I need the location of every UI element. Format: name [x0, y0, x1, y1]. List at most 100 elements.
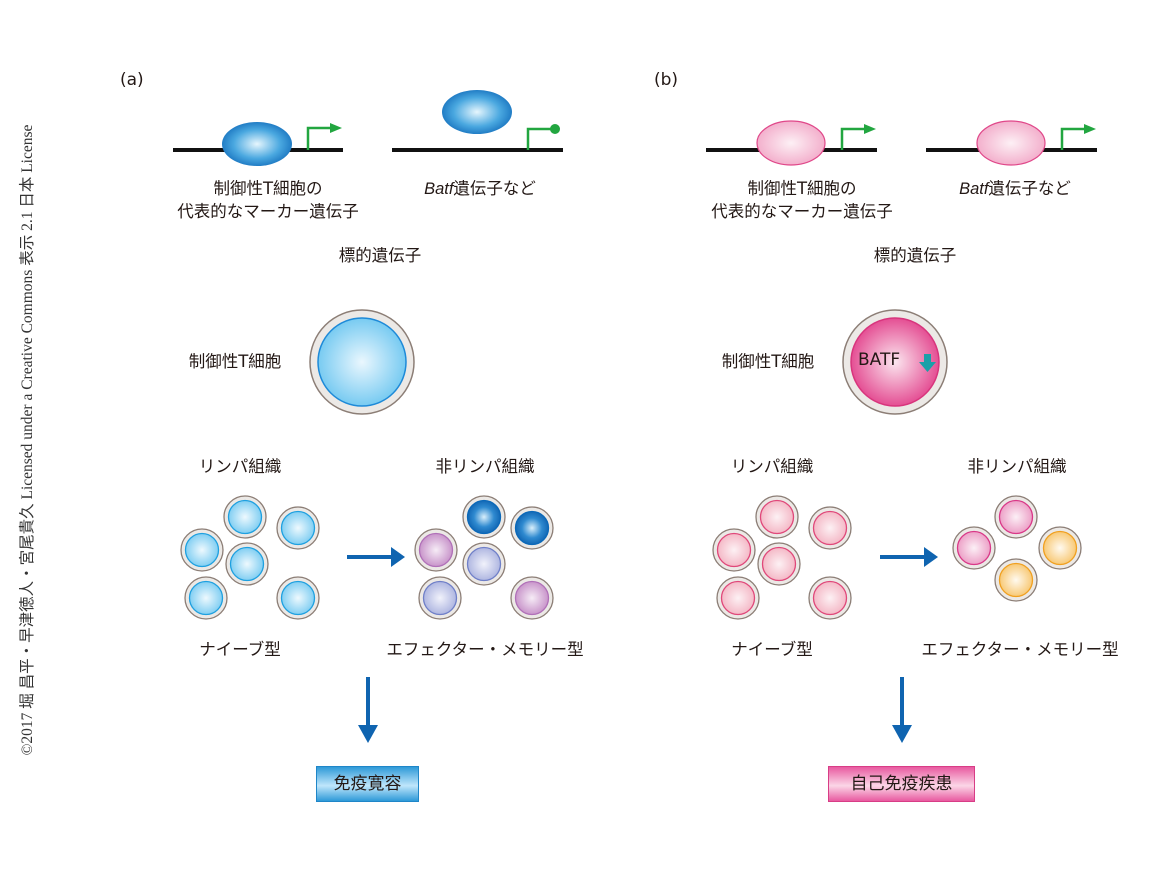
lymphoid-tissue-label-a: リンパ組織	[198, 457, 282, 476]
effector-memory-label-b: エフェクター・メモリー型	[921, 640, 1119, 659]
cell-group-b-naive	[712, 495, 852, 620]
cell-lavender	[418, 576, 462, 620]
cell-blue	[276, 506, 320, 550]
cell-purple	[414, 528, 458, 572]
cell-body	[184, 532, 220, 568]
cell-magenta	[994, 495, 1038, 539]
arrowhead-icon	[864, 124, 876, 134]
marker-gene-label-line2: 代表的なマーカー遺伝子	[177, 202, 359, 221]
cell-pink	[808, 506, 852, 550]
cell-body	[514, 580, 550, 616]
batf-protein-label: BATF	[858, 350, 901, 370]
marker-gene-label-a: 制御性T細胞の 代表的なマーカー遺伝子	[148, 177, 388, 223]
gene-marker-b	[706, 120, 877, 166]
cell-body	[812, 580, 848, 616]
batf-italic: Batf	[424, 180, 454, 198]
flow-arrow-a	[347, 547, 405, 567]
batf-gene-label-b: Batf遺伝子など	[935, 177, 1095, 201]
cell-body	[720, 580, 756, 616]
cell-body	[229, 546, 265, 582]
batf-gene-label-a: Batf遺伝子など	[400, 177, 560, 201]
down-arrow-icon	[919, 354, 936, 372]
batf-italic: Batf	[959, 180, 989, 198]
panel-label-b: (b)	[654, 70, 679, 90]
cell-body	[466, 499, 502, 535]
transcription-factor-bound	[222, 122, 292, 166]
cell-blue	[180, 528, 224, 572]
promoter-active-arrow-icon	[1060, 127, 1086, 150]
transcription-factor-bound	[756, 120, 826, 166]
cell-pink	[757, 542, 801, 586]
cell-dark-blue	[510, 506, 554, 550]
cell-body	[466, 546, 502, 582]
cell-body	[280, 580, 316, 616]
cell-body	[998, 562, 1034, 598]
batf-rest: 遺伝子など	[453, 179, 536, 198]
arrowhead-icon	[330, 123, 342, 133]
cell-pink	[716, 576, 760, 620]
treg-cell-a	[309, 309, 415, 415]
cell-body	[422, 580, 458, 616]
promoter-active-arrow-icon	[840, 127, 866, 150]
marker-gene-label-b: 制御性T細胞の 代表的なマーカー遺伝子	[682, 177, 922, 223]
lymphoid-tissue-label-b: リンパ組織	[730, 457, 814, 476]
promoter-repressed-icon	[526, 127, 552, 150]
marker-gene-label-line1: 制御性T細胞の	[213, 179, 323, 198]
cell-group-a-effector	[414, 495, 554, 620]
cell-pink	[808, 576, 852, 620]
cell-body	[812, 510, 848, 546]
cell-pink	[755, 495, 799, 539]
cell-body	[998, 499, 1034, 535]
nonlymphoid-tissue-label-a: 非リンパ組織	[435, 457, 535, 476]
cell-body	[227, 499, 263, 535]
cell-pink	[712, 528, 756, 572]
panel-label-a: (a)	[120, 70, 144, 90]
transcription-factor-bound	[976, 120, 1046, 166]
target-genes-label-a: 標的遺伝子	[338, 246, 422, 265]
promoter-active-arrow-icon	[306, 126, 332, 150]
treg-cell-b	[842, 309, 948, 415]
cell-body	[716, 532, 752, 568]
cell-body	[761, 546, 797, 582]
batf-rest: 遺伝子など	[988, 179, 1071, 198]
cell-body	[759, 499, 795, 535]
cell-populations	[180, 495, 1082, 620]
cell-body	[514, 510, 550, 546]
cell-orange	[1038, 526, 1082, 570]
repression-dot-icon	[550, 124, 560, 134]
outcome-autoimmune-disease: 自己免疫疾患	[828, 766, 975, 802]
cell-body	[418, 532, 454, 568]
target-genes-label-b: 標的遺伝子	[873, 246, 957, 265]
naive-label-a: ナイーブ型	[199, 640, 281, 659]
cell-blue	[184, 576, 228, 620]
marker-gene-label-line1: 制御性T細胞の	[747, 179, 857, 198]
gene-batf-a	[392, 90, 563, 152]
cell-orange	[994, 558, 1038, 602]
cell-dark-blue	[462, 495, 506, 539]
arrowhead-icon	[1084, 124, 1096, 134]
effector-memory-label-a: エフェクター・メモリー型	[386, 640, 584, 659]
outcome-arrow-a	[358, 677, 378, 743]
cell-lavender	[462, 542, 506, 586]
cell-blue	[225, 542, 269, 586]
cell-body	[1042, 530, 1078, 566]
treg-label-b: 制御性T細胞	[721, 352, 815, 371]
transcription-factor-unbound	[442, 90, 512, 134]
cell-blue	[276, 576, 320, 620]
cell-group-a-naive	[180, 495, 320, 620]
marker-gene-label-line2: 代表的なマーカー遺伝子	[711, 202, 893, 221]
cell-group-b-effector	[952, 495, 1082, 602]
naive-label-b: ナイーブ型	[731, 640, 813, 659]
treg-label-a: 制御性T細胞	[188, 352, 282, 371]
gene-marker-a	[173, 122, 343, 166]
cell-body	[188, 580, 224, 616]
cell-body	[956, 530, 992, 566]
flow-arrow-b	[880, 547, 938, 567]
cell-blue	[223, 495, 267, 539]
outcome-arrow-b	[892, 677, 912, 743]
nonlymphoid-tissue-label-b: 非リンパ組織	[967, 457, 1067, 476]
gene-batf-b	[926, 120, 1097, 166]
outcome-immune-tolerance: 免疫寛容	[316, 766, 419, 802]
cell-body	[280, 510, 316, 546]
